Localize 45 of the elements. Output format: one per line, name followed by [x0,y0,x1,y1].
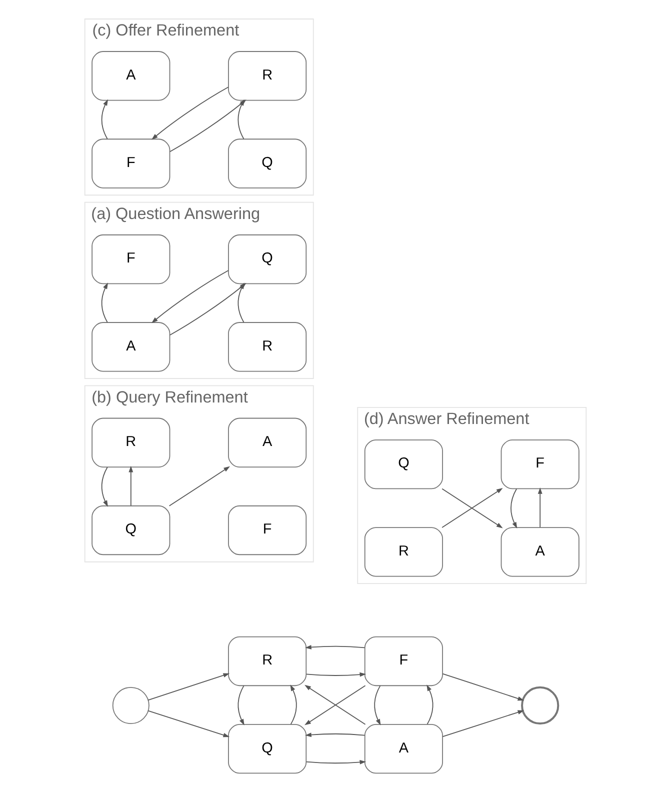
node-box: Q [364,439,442,490]
node-box: Q [228,138,306,188]
node-box: F [364,636,442,686]
node-box: R [228,322,306,372]
node-box: Q [228,724,306,774]
arrow [374,685,380,726]
arrow [100,99,108,140]
arrow [304,645,365,650]
arrow [305,672,366,677]
node-box: A [500,527,579,577]
arrow [100,466,108,507]
node-box: A [228,418,306,468]
node-circle [520,686,559,725]
arrow [128,466,133,506]
node-circle [112,686,149,724]
node-box: A [91,51,170,101]
node-box: A [364,724,442,774]
node-box: F [91,234,170,284]
arrow [150,86,228,140]
arrow [237,99,244,140]
node-box: R [364,527,442,577]
arrow [237,685,244,726]
node-box: R [228,636,306,686]
arrow [290,684,296,725]
arrow [305,760,366,764]
arrow [147,673,230,701]
arrow [168,466,230,506]
node-box: F [91,138,170,188]
arrow [150,270,228,324]
arrow [100,282,108,323]
node-box: A [91,322,170,372]
arrow [537,488,542,528]
node-box: Q [228,234,306,284]
arrow [304,732,365,738]
node-box: R [228,51,306,101]
node-box: Q [91,505,170,556]
node-box: F [500,439,579,490]
arrow [237,282,244,323]
node-box: F [228,505,306,556]
arrow [442,710,524,737]
arrow [510,488,517,528]
arrow [147,710,230,738]
arrow [442,673,524,701]
node-box: R [91,418,170,468]
arrow [426,684,433,725]
